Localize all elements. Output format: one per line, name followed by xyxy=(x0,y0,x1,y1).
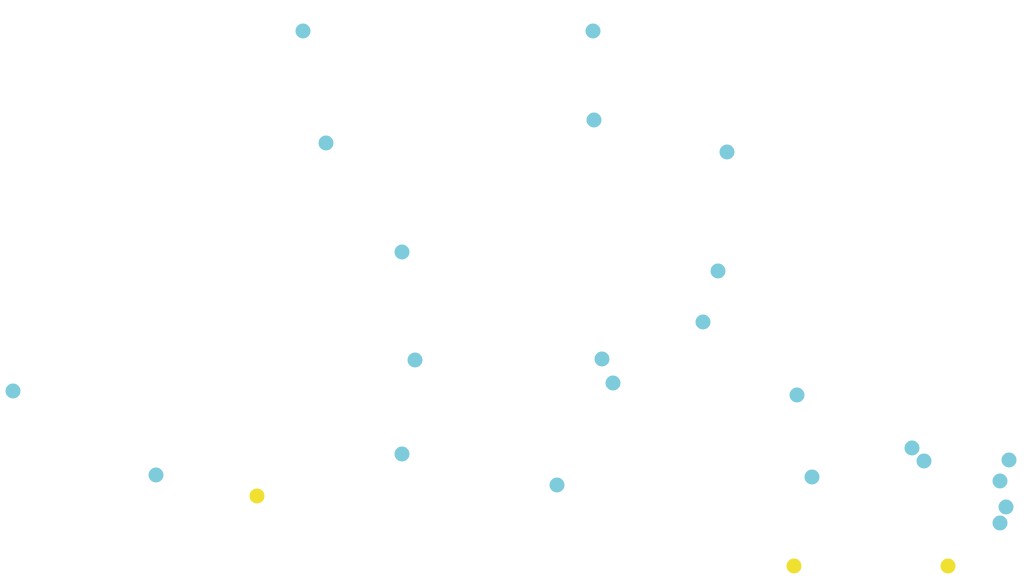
scatter-point xyxy=(789,387,805,403)
scatter-point xyxy=(992,473,1008,489)
scatter-point xyxy=(1001,452,1017,468)
scatter-point xyxy=(148,467,164,483)
scatter-point xyxy=(992,515,1008,531)
scatter-point xyxy=(549,477,565,493)
scatter-point xyxy=(407,352,423,368)
scatter-point xyxy=(586,112,602,128)
scatter-point xyxy=(318,135,334,151)
scatter-point xyxy=(719,144,735,160)
scatter-point xyxy=(998,499,1014,515)
scatter-point xyxy=(295,23,311,39)
scatter-point xyxy=(904,440,920,456)
scatter-point xyxy=(394,446,410,462)
scatter-point xyxy=(5,383,21,399)
scatter-point xyxy=(786,558,802,574)
scatter-point xyxy=(249,488,265,504)
scatter-point xyxy=(710,263,726,279)
scatter-point xyxy=(594,351,610,367)
points-layer xyxy=(5,23,1017,574)
scatter-point xyxy=(605,375,621,391)
scatter-point xyxy=(916,453,932,469)
scatter-point xyxy=(804,469,820,485)
scatter-point xyxy=(940,558,956,574)
scatter-point xyxy=(695,314,711,330)
scatter-point xyxy=(585,23,601,39)
scatter-point xyxy=(394,244,410,260)
